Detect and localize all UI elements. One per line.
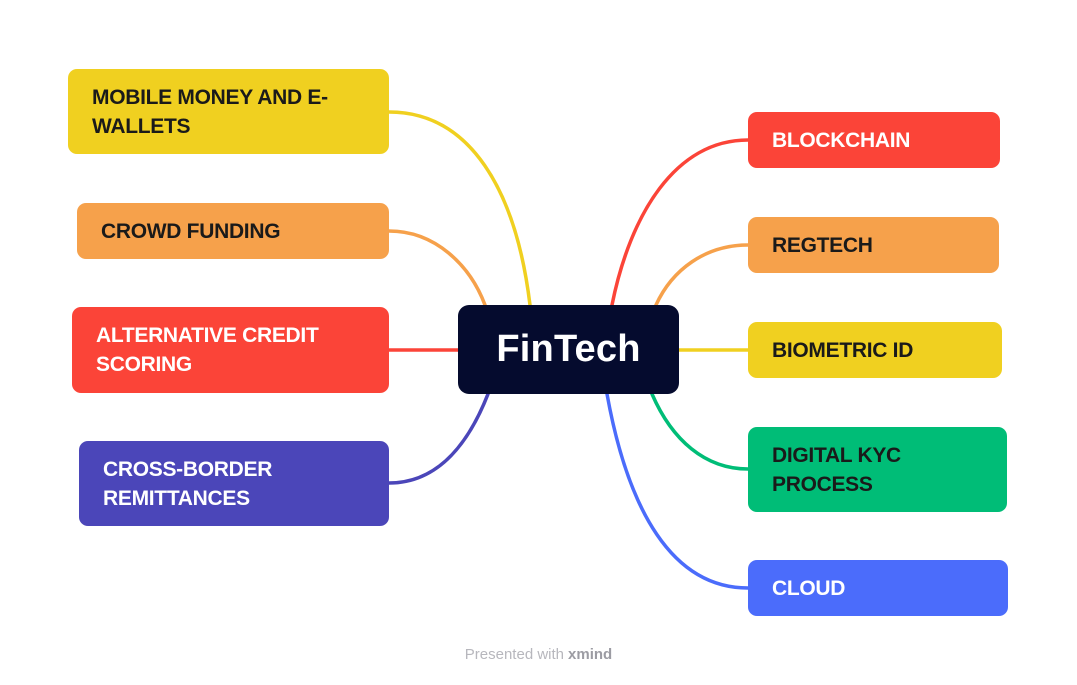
topic-crowd-funding[interactable]: CROWD FUNDING	[77, 203, 389, 259]
connector-digital-kyc	[650, 392, 750, 471]
central-topic[interactable]: FinTech	[458, 305, 679, 394]
topic-label: DIGITAL KYC PROCESS	[772, 443, 901, 496]
topic-label: CLOUD	[772, 576, 846, 600]
connector-cloud	[605, 392, 750, 590]
central-topic-label: FinTech	[496, 328, 641, 370]
topic-label: BLOCKCHAIN	[772, 128, 911, 152]
topic-blockchain[interactable]: BLOCKCHAIN	[748, 112, 1000, 168]
footer-prefix: Presented with	[464, 646, 565, 663]
connector-cross-border	[387, 392, 490, 485]
topic-label: ALTERNATIVE CREDIT SCORING	[96, 324, 319, 376]
topic-cross-border-remittances[interactable]: CROSS-BORDER REMITTANCES	[79, 441, 389, 526]
topic-label: CROWD FUNDING	[101, 219, 281, 243]
topic-label: BIOMETRIC ID	[772, 338, 914, 362]
topic-cloud[interactable]: CLOUD	[748, 560, 1008, 616]
topic-label: CROSS-BORDER REMITTANCES	[103, 457, 273, 510]
connector-mobile-money	[387, 110, 532, 307]
topic-digital-kyc-process[interactable]: DIGITAL KYC PROCESS	[748, 427, 1007, 512]
topic-mobile-money[interactable]: MOBILE MONEY AND E-WALLETS	[68, 69, 389, 154]
topic-label: REGTECH	[772, 233, 873, 257]
connector-blockchain	[610, 138, 750, 307]
topic-alternative-credit-scoring[interactable]: ALTERNATIVE CREDIT SCORING	[72, 307, 389, 393]
topic-biometric-id[interactable]: BIOMETRIC ID	[748, 322, 1002, 378]
xmind-logo: xmind	[568, 646, 613, 663]
topic-label: MOBILE MONEY AND E-WALLETS	[92, 85, 328, 138]
connector-regtech	[654, 243, 750, 307]
connector-crowd-funding	[387, 229, 487, 307]
topic-regtech[interactable]: REGTECH	[748, 217, 999, 273]
